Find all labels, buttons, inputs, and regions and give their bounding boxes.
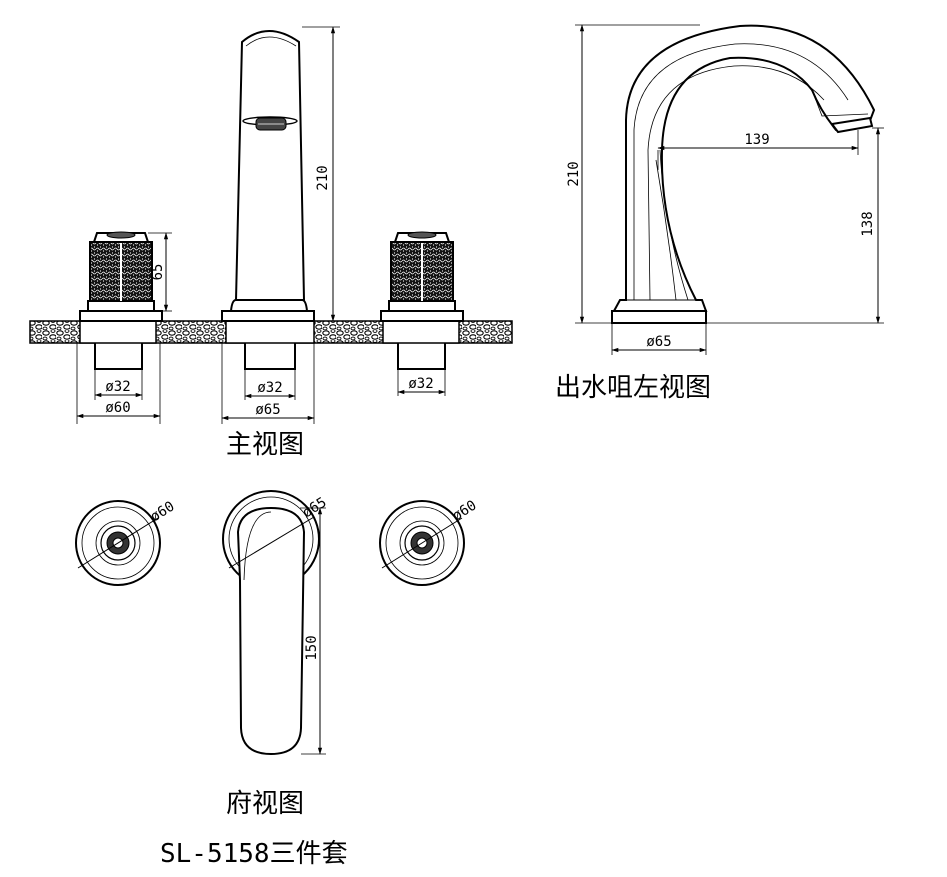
dim-side-outlet-height: 138: [860, 211, 876, 236]
top-spout: [222, 490, 320, 756]
top-right-handle: [379, 500, 465, 586]
side-spout: [611, 24, 876, 324]
caption-side-view: 出水咀左视图: [555, 373, 711, 403]
dim-side-reach: 139: [744, 132, 769, 148]
dim-side-base: ø65: [646, 334, 671, 350]
dim-right-shank: ø32: [408, 376, 433, 392]
dim-spout-height: 210: [315, 165, 331, 190]
top-left-handle: [75, 500, 161, 586]
caption-front-view: 主视图: [226, 430, 304, 460]
dim-top-spout-length: 150: [304, 635, 320, 660]
dim-center-shank: ø32: [257, 380, 282, 396]
left-handle: [79, 231, 163, 322]
dim-side-height: 210: [566, 161, 582, 186]
top-view: ø60 ø65 150 ø60 府视图: [75, 490, 480, 819]
dim-handle-height: 65: [150, 264, 166, 281]
right-handle: [380, 231, 464, 322]
caption-top-view: 府视图: [226, 789, 304, 819]
model-caption: SL-5158三件套: [160, 839, 348, 869]
front-view: 210 65 ø32 ø32 ø32 ø60 ø65 主视图: [29, 26, 513, 460]
side-view: 210 139 138 ø65 出水咀左视图: [555, 24, 884, 403]
front-spout: [221, 30, 315, 322]
dim-left-base: ø60: [105, 400, 130, 416]
dim-left-shank: ø32: [105, 379, 130, 395]
dim-center-base: ø65: [255, 402, 280, 418]
